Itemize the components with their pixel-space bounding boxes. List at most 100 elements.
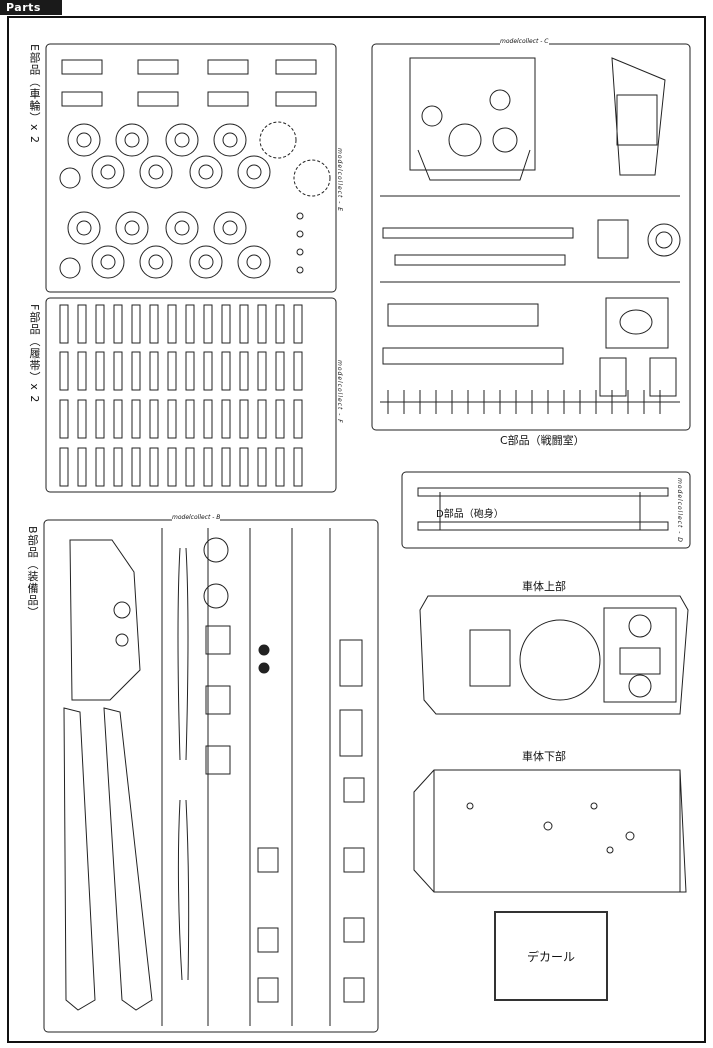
road-wheel [213,123,247,157]
tool-part [257,977,279,1003]
tool-part [343,917,365,943]
track-link [203,304,213,344]
road-wheel [139,245,173,279]
road-wheel [189,155,223,189]
sprocket-wheel [259,121,297,159]
road-wheel [213,211,247,245]
stowage-box [339,709,363,757]
wheel-hub-part [207,91,249,107]
sprue-c-brand: modelcollect - C [500,38,549,45]
track-link [293,399,303,439]
track-link [275,447,285,487]
track-link [257,351,267,391]
track-link [239,447,249,487]
wheel-hub-part [137,59,179,75]
track-link [131,399,141,439]
tool-part [343,777,365,803]
road-wheel [115,211,149,245]
wheel-hub-part [137,91,179,107]
idler-wheel [59,167,81,189]
parts-header: Parts [0,0,62,15]
track-link [113,399,123,439]
track-link [257,399,267,439]
sprue-c-label: C部品（戦闘室） [500,434,585,447]
sprue-e-label: E部品（車輪）x 2 [28,44,41,144]
stowage-box [339,639,363,687]
sprue-f [45,297,337,493]
track-link [221,351,231,391]
road-wheel [189,245,223,279]
track-link [149,399,159,439]
track-link [95,399,105,439]
box-part [205,745,231,775]
sprue-e-brand: modelcollect - E [336,148,343,213]
road-wheel [115,123,149,157]
track-link [149,351,159,391]
track-link [149,304,159,344]
upper-hull-drawing [419,595,689,715]
sprue-b-brand: modelcollect - B [172,514,221,521]
road-wheel [165,123,199,157]
wheel-hub-part [275,59,317,75]
track-link [131,447,141,487]
track-link [167,304,177,344]
sprue-d-brand: modelcollect - D [676,478,683,543]
wheel-hub-part [61,59,103,75]
track-link [149,447,159,487]
hatch-part [203,583,229,609]
lower-hull-drawing [413,769,687,893]
lower-hull-label: 車体下部 [522,750,566,763]
track-link [275,351,285,391]
hatch-part [203,537,229,563]
track-link [167,351,177,391]
track-link [167,447,177,487]
track-link [275,399,285,439]
track-link [275,304,285,344]
track-link [95,351,105,391]
sprue-e [45,43,337,293]
sprue-f-brand: modelcollect - F [336,360,343,424]
track-link [77,399,87,439]
sprue-f-label: F部品（履帯）x 2 [28,304,41,404]
parts-frame [7,16,706,1043]
tool-part [343,847,365,873]
decal-label: デカール [526,949,575,964]
track-link [59,351,69,391]
track-link [59,399,69,439]
wheel-hub-part [275,91,317,107]
road-wheel [91,155,125,189]
track-link [221,304,231,344]
road-wheel [165,211,199,245]
track-link [293,304,303,344]
track-link [239,399,249,439]
track-link [221,399,231,439]
track-link [257,304,267,344]
tool-part [343,977,365,1003]
decal-sheet: デカール [494,911,608,1001]
box-part [205,625,231,655]
track-link [203,399,213,439]
box-part [205,685,231,715]
wheel-hub-part [61,91,103,107]
track-link [95,304,105,344]
tool-part [257,927,279,953]
wheel-hub-part [207,59,249,75]
road-wheel [237,155,271,189]
track-link [203,447,213,487]
track-link [167,399,177,439]
road-wheel [67,211,101,245]
track-link [239,304,249,344]
road-wheel [237,245,271,279]
track-link [77,447,87,487]
track-link [239,351,249,391]
track-link [221,447,231,487]
road-wheel [139,155,173,189]
sprue-c [371,43,691,431]
track-link [95,447,105,487]
track-link [59,304,69,344]
sprue-d-label: D部品（砲身） [436,509,504,520]
road-wheel [67,123,101,157]
track-link [185,447,195,487]
track-link [185,399,195,439]
